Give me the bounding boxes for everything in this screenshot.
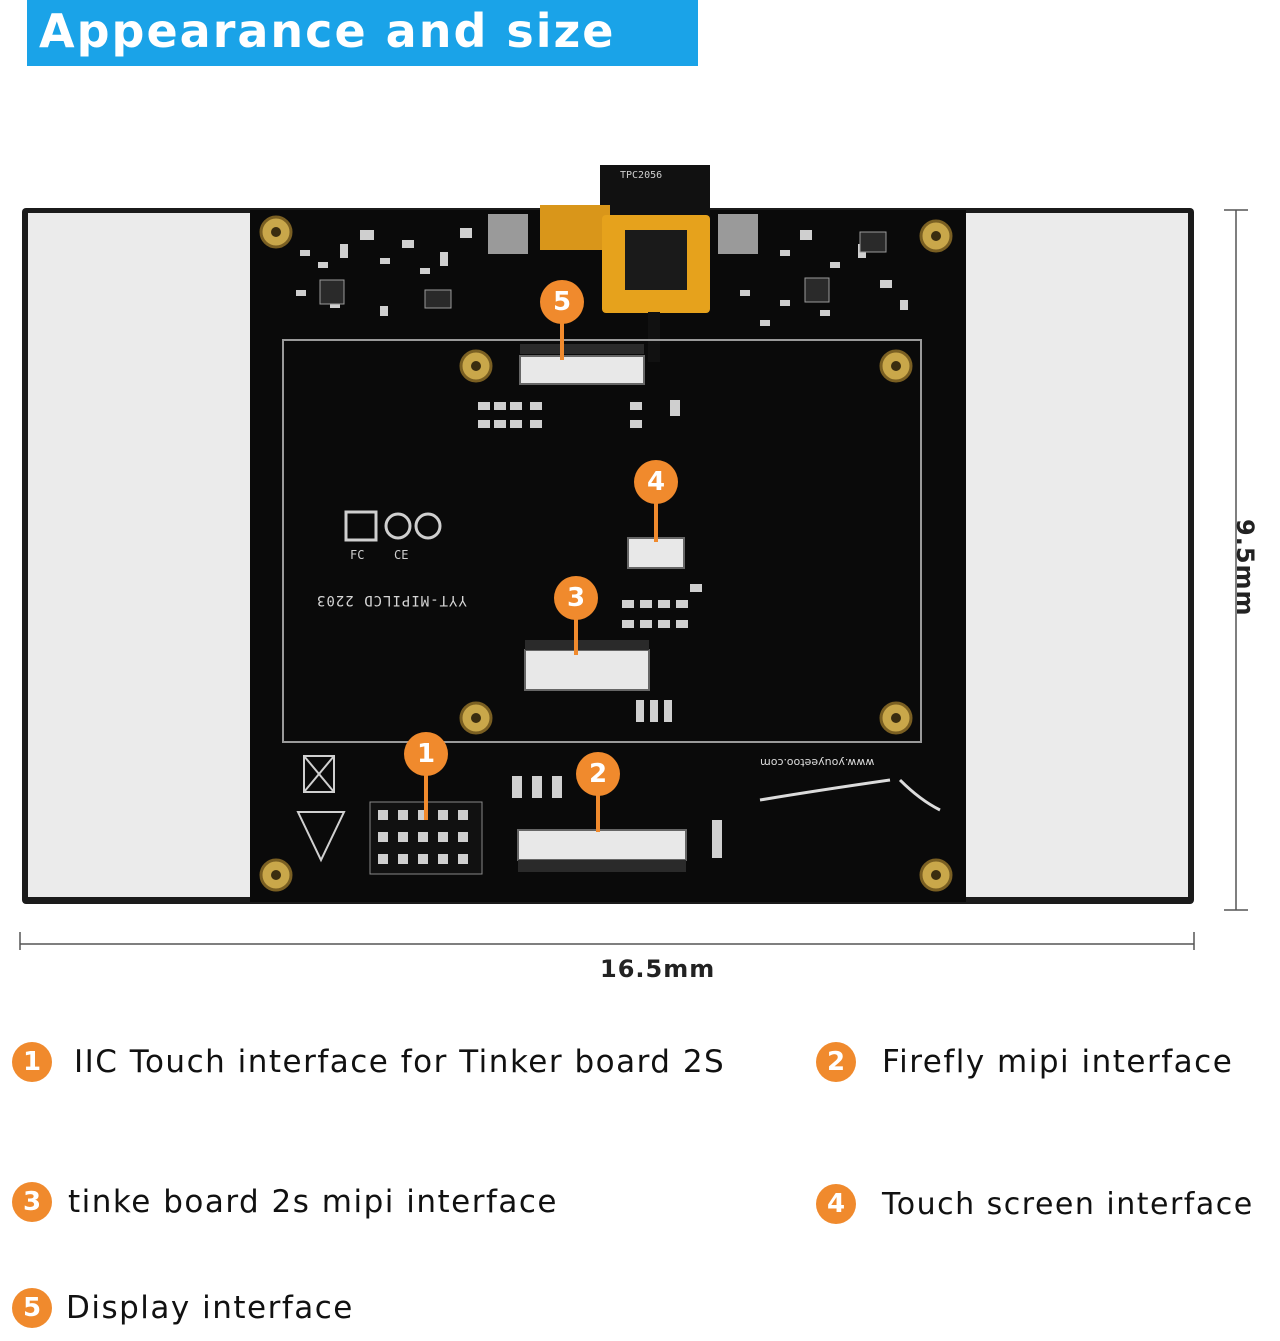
recycle-symbol [296,755,346,863]
legend-badge-2: 2 [816,1042,856,1082]
legend-text-5: Display interface [66,1290,354,1326]
legend-item-3: 3 tinke board 2s mipi interface [12,1180,558,1224]
legend-text-3: tinke board 2s mipi interface [68,1184,559,1220]
callout-3: 3 [554,576,598,620]
fc-mark-text: FC [350,548,365,562]
legend-badge-4: 4 [816,1184,856,1224]
legend-text-2: Firefly mipi interface [882,1044,1234,1080]
callout-1: 1 [404,732,448,776]
callout-4: 4 [634,460,678,504]
legend-text-1: IIC Touch interface for Tinker board 2S [74,1044,726,1080]
connector-4 [627,537,685,569]
legend-text-4: Touch screen interface [882,1186,1254,1222]
connector-2 [517,829,687,861]
backlight-right [966,213,1188,897]
legend-item-4: 4 Touch screen interface [816,1182,1254,1226]
header-banner: Appearance and size [27,0,698,66]
mount-holes [259,215,953,892]
board-model-label: YYT-MIPILCD 2203 [316,592,467,608]
legend-badge-3: 3 [12,1182,52,1222]
callout-2: 2 [576,752,620,796]
backlight-left [28,213,250,897]
legend-badge-1: 1 [12,1042,52,1082]
height-dimension-line [1224,209,1248,911]
connector-3 [524,649,650,691]
flex-lead-label: TPC2056 [620,170,663,181]
width-dimension-label: 16.5mm [600,955,716,983]
ce-fc-marks [344,510,442,542]
legend-item-1: 1 IIC Touch interface for Tinker board 2… [12,1040,725,1084]
lcd-panel-illustration [19,165,1248,950]
legend-item-5: 5 Display interface [12,1286,354,1330]
ce-mark-text: CE [394,548,409,562]
legend-item-2: 2 Firefly mipi interface [816,1040,1233,1084]
brand-url: www.youyeetoo.com [760,756,875,769]
display-outline [282,339,922,743]
width-dimension-line [19,932,1195,950]
connectors [517,344,687,872]
callout-5: 5 [540,280,584,324]
legend-badge-5: 5 [12,1288,52,1328]
connector-5 [519,355,645,385]
brand-logo [759,778,941,812]
header-title: Appearance and size [39,4,616,58]
height-dimension-label: 9.5mm [1231,519,1259,617]
